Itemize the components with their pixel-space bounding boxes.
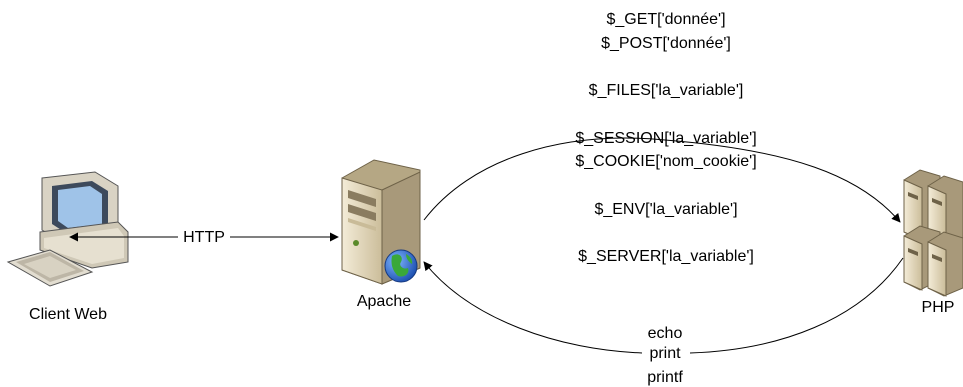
client-web-label: Client Web	[29, 306, 107, 323]
var-post: $_POST['donnée']	[601, 35, 731, 52]
http-label: HTTP	[183, 229, 225, 246]
var-env: $_ENV['la_variable']	[594, 201, 737, 218]
output-print: print	[649, 345, 681, 362]
var-files: $_FILES['la_variable']	[589, 82, 744, 99]
php-label: PHP	[922, 299, 955, 316]
server-tower-globe-icon	[341, 159, 421, 285]
superglobals-list: $_GET['donnée'] $_POST['donnée'] $_FILES…	[575, 11, 756, 265]
output-echo: echo	[648, 325, 683, 342]
var-server: $_SERVER['la_variable']	[578, 248, 754, 265]
php-to-apache-arc	[689, 257, 904, 354]
var-session: $_SESSION['la_variable']	[575, 130, 756, 147]
desktop-computer-icon	[6, 171, 129, 287]
apache-to-php-arc	[423, 137, 901, 223]
var-get: $_GET['donnée']	[606, 11, 725, 28]
output-printf: printf	[647, 369, 683, 386]
output-functions: echo print printf	[647, 325, 683, 386]
apache-label: Apache	[357, 293, 411, 310]
server-cluster-icon	[903, 169, 963, 297]
php-to-apache-arc-end	[423, 261, 643, 354]
var-cookie: $_COOKIE['nom_cookie']	[575, 153, 756, 170]
